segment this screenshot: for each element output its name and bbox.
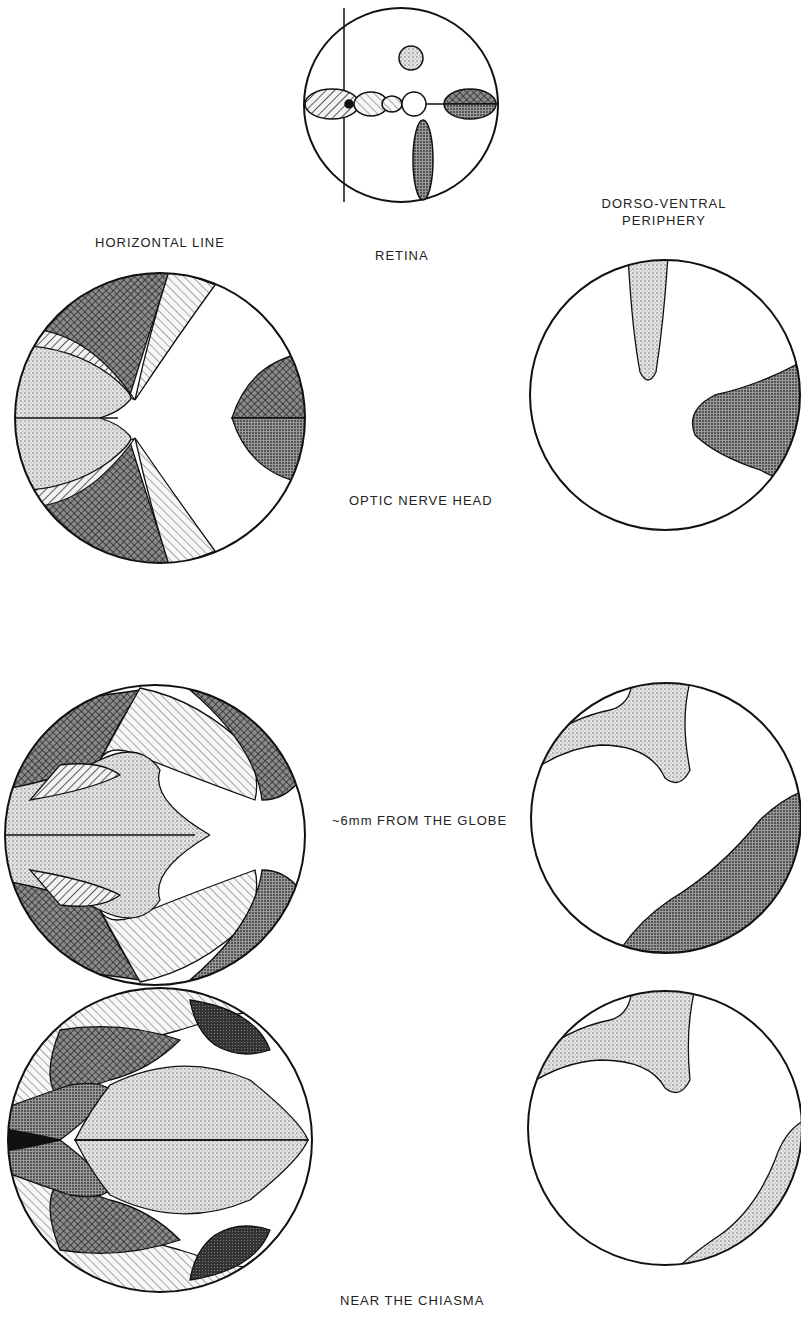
section-label: RETINA <box>375 247 429 264</box>
level-label: NEAR THE CHIASMA <box>340 1292 484 1309</box>
nerve-section-peripheral-2 <box>520 682 801 960</box>
nerve-section-horizontal-2 <box>0 680 310 990</box>
nerve-section-horizontal-1 <box>10 268 310 568</box>
section-label: HORIZONTAL LINE <box>95 234 225 251</box>
nerve-section-horizontal-3 <box>0 985 320 1295</box>
level-label: OPTIC NERVE HEAD <box>349 492 493 509</box>
nerve-section-peripheral-3 <box>520 988 801 1275</box>
nerve-section-peripheral-1 <box>628 255 801 490</box>
section-label: DORSO-VENTRAL PERIPHERY <box>599 195 729 229</box>
retina-map <box>304 8 498 202</box>
level-label: ~6mm FROM THE GLOBE <box>332 812 507 829</box>
